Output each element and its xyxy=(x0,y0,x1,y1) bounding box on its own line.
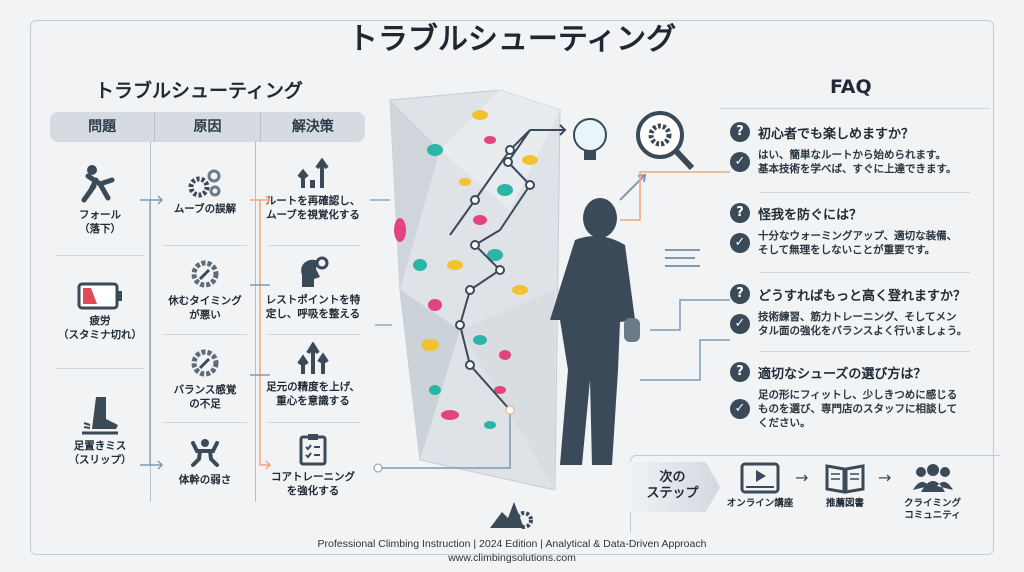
check-icon: ✓ xyxy=(730,233,750,253)
community-people-icon xyxy=(912,464,953,492)
solution-core-training: コアトレーニングを強化する xyxy=(258,432,368,498)
footer-line: Professional Climbing Instruction | 2024… xyxy=(317,538,707,550)
question-icon: ? xyxy=(730,203,750,223)
question-icon: ? xyxy=(730,284,750,304)
thinking-person-silhouette xyxy=(550,198,635,465)
cause-move-misunderstanding: ムーブの誤解 xyxy=(155,168,255,216)
footer-url[interactable]: www.climbingsolutions.com xyxy=(448,552,576,564)
check-icon: ✓ xyxy=(730,399,750,419)
problem-fall: フォール（落下） xyxy=(50,160,150,236)
mountain-gear-logo xyxy=(490,502,533,529)
solution-rest-point: レストポイントを特定し、呼吸を整える xyxy=(258,255,368,321)
flow-arrows xyxy=(140,195,392,470)
strong-person-icon xyxy=(191,439,219,467)
connector-line xyxy=(373,405,515,473)
header-problem: 問題 xyxy=(50,112,156,142)
divider xyxy=(56,368,144,369)
divider xyxy=(56,255,144,256)
growth-arrows-icon xyxy=(297,158,329,188)
divider xyxy=(720,108,990,109)
falling-person-icon xyxy=(81,165,115,203)
faq-item: ?初心者でも楽しめますか？ ✓はい、簡単なルートから始められます。基本技術を学べ… xyxy=(730,122,1000,176)
divider xyxy=(268,422,360,423)
gear-wrench-icon xyxy=(191,260,219,288)
divider xyxy=(163,334,247,335)
header-cause: 原因 xyxy=(155,112,261,142)
cause-rest-timing: 休むタイミングが悪い xyxy=(155,258,255,322)
gear-wrench-icon xyxy=(191,349,219,377)
divider xyxy=(760,272,970,273)
step-climbing-community[interactable]: クライミングコミュニティ xyxy=(895,462,970,522)
step-online-course[interactable]: オンライン講座 xyxy=(725,462,795,510)
video-play-icon xyxy=(740,462,780,494)
problem-fatigue: 疲労（スタミナ切れ） xyxy=(50,282,150,342)
question-icon: ? xyxy=(730,362,750,382)
arrow-icon: → xyxy=(878,468,892,487)
outer-frame xyxy=(30,20,994,555)
low-battery-icon xyxy=(77,282,122,310)
climbing-wall-illustration xyxy=(389,90,700,490)
next-steps-label: 次のステップ xyxy=(625,462,720,512)
table-header: 問題 原因 解決策 xyxy=(50,112,365,142)
solution-visualize: ルートを再確認し、ムーブを視覚化する xyxy=(258,158,368,222)
lightbulb-icon xyxy=(573,118,607,160)
climbing-holds xyxy=(394,110,538,429)
header-solution: 解決策 xyxy=(291,119,334,135)
check-icon: ✓ xyxy=(730,314,750,334)
check-icon: ✓ xyxy=(730,152,750,172)
cause-weak-core: 体幹の弱さ xyxy=(155,437,255,487)
head-gear-icon xyxy=(301,256,329,287)
magnifier-gear-icon xyxy=(636,111,695,171)
faq-item: ?怪我を防ぐには？ ✓十分なウォーミングアップ、適切な装備、そして無理をしないこ… xyxy=(730,203,1000,257)
faq-item: ?適切なシューズの選び方は？ ✓足の形にフィットし、少しきつめに感じるものを選び… xyxy=(730,362,1000,430)
solution-footwork: 足元の精度を上げ、重心を意識する xyxy=(258,342,368,408)
question-icon: ? xyxy=(730,122,750,142)
clipboard-checklist-icon xyxy=(299,434,327,466)
foot-slip-icon xyxy=(82,397,118,435)
arrow-icon: → xyxy=(795,468,809,487)
divider xyxy=(163,245,247,246)
step-recommended-books[interactable]: 推薦図書 xyxy=(815,462,875,510)
cause-balance: バランス感覚の不足 xyxy=(155,347,255,411)
faq-title: FAQ xyxy=(830,76,872,98)
problem-slip: 足置きミス（スリップ） xyxy=(50,395,150,467)
open-book-icon xyxy=(825,464,865,494)
divider xyxy=(760,351,970,352)
gears-icon xyxy=(188,169,221,198)
faq-item: ?どうすればもっと高く登れますか？ ✓技術練習、筋力トレーニング、そしてメンタル… xyxy=(730,284,1000,338)
divider xyxy=(268,245,360,246)
divider xyxy=(760,192,970,193)
troubleshooting-section-title: トラブルシューティング xyxy=(95,80,303,102)
page-title: トラブルシューティング xyxy=(347,22,677,57)
up-arrows-icon xyxy=(297,342,329,374)
divider xyxy=(268,334,360,335)
connector-lines xyxy=(620,171,730,381)
divider xyxy=(163,422,247,423)
divider xyxy=(255,142,256,502)
